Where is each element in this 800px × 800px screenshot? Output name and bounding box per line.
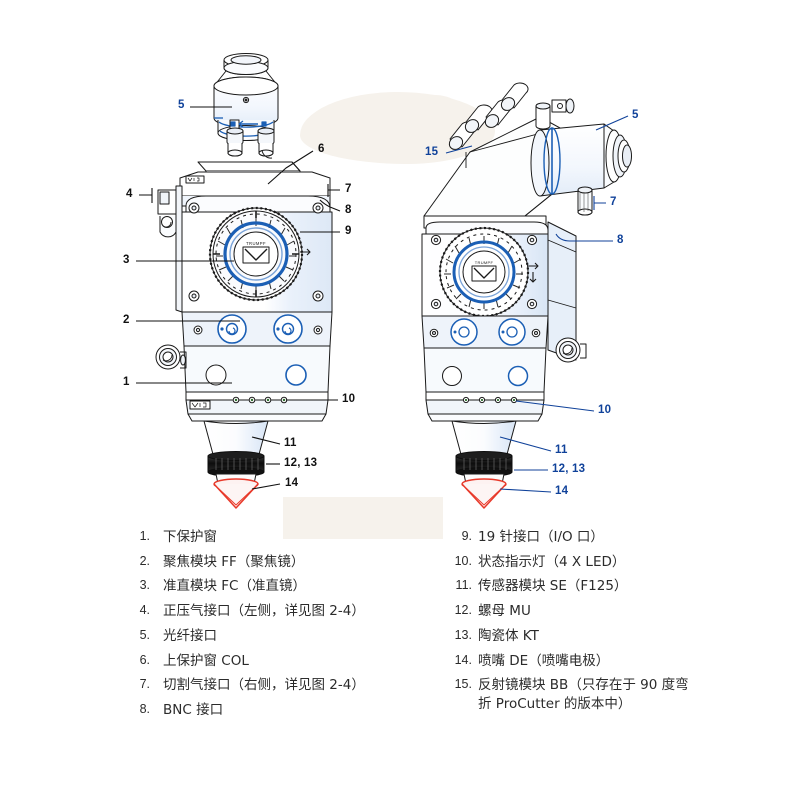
legend-item: 7. 切割气接口（右侧，详见图 2-4）: [132, 676, 462, 694]
mirror-module-bb-15: [423, 82, 563, 221]
focus-band-bent: [421, 315, 549, 349]
collimation-dial-3: TRUMPF: [208, 206, 311, 302]
legend-number: 12.: [454, 603, 472, 618]
legend-item: 2. 聚焦模块 FF（聚焦镜）: [132, 553, 462, 571]
leader-lines-left: [136, 106, 341, 490]
callout-15-right: 15: [425, 146, 439, 158]
legend-item: 14. 喷嘴 DE（喷嘴电极）: [452, 652, 782, 670]
legend-item: 8. BNC 接口: [132, 701, 462, 719]
legend-item: 5. 光纤接口: [132, 627, 462, 645]
legend-label: 上保护窗 COL: [163, 652, 249, 669]
fiber-connector-horizontal-5: [530, 98, 632, 197]
legend-label: 状态指示灯（4 X LED）: [478, 553, 626, 570]
led-indicators: [232, 396, 288, 404]
legend-number: 1.: [139, 529, 150, 543]
legend-label: 喷嘴 DE（喷嘴电极）: [478, 652, 610, 669]
gas-fittings-top: [226, 119, 275, 159]
legend-number: 6.: [139, 652, 150, 667]
legend-item: 12. 螺母 MU: [452, 602, 782, 620]
legend-label: 聚焦模块 FF（聚焦镜）: [163, 553, 305, 570]
svg-text:TRUMPF: TRUMPF: [246, 241, 266, 246]
legend-column-right: 9. 19 针接口（I/O 口） 10. 状态指示灯（4 X LED） 11. …: [452, 528, 782, 719]
callout-11-left: 11: [284, 437, 297, 449]
legend-item: 9. 19 针接口（I/O 口）: [452, 528, 782, 546]
sensor-cone-bent: [427, 413, 543, 459]
legend-label: BNC 接口: [163, 702, 224, 719]
side-connector-left: [155, 189, 187, 370]
status-led-band-10: [185, 391, 329, 415]
legend-number: 7.: [139, 677, 150, 692]
legend-item: 4. 正压气接口（左侧，详见图 2-4）: [132, 602, 462, 620]
legend-number: 11.: [455, 578, 472, 593]
nozzle-14: [213, 478, 259, 509]
callout-8-right: 8: [617, 234, 624, 246]
legend-number: 10.: [454, 553, 472, 568]
focus-module-band-2: [181, 311, 333, 347]
straight-head-assembly: TRUMPF: [136, 53, 341, 509]
legend-label: 准直模块 FC（准直镜）: [163, 578, 306, 595]
legend-label: 正压气接口（左侧，详见图 2-4）: [163, 603, 365, 620]
legend-number: 14.: [454, 652, 472, 667]
legend-label: 传感器模块 SE（F125）: [478, 578, 628, 595]
cutting-gas-port-7: [577, 186, 593, 216]
legend-label: 19 针接口（I/O 口）: [478, 529, 604, 545]
legend-number: 13.: [454, 627, 472, 642]
legend-item: 11. 传感器模块 SE（F125）: [452, 577, 782, 595]
nozzle-bent: [461, 478, 507, 509]
legend-number: 4.: [139, 603, 150, 618]
svg-text:TRUMPF: TRUMPF: [475, 260, 494, 265]
legend-item: 3. 准直模块 FC（准直镜）: [132, 577, 462, 595]
legend-label: 光纤接口: [163, 627, 217, 644]
blue-arrow-marker: [230, 120, 267, 128]
legend-label: 陶瓷体 KT: [478, 627, 539, 644]
legend-number: 8.: [139, 702, 150, 717]
callout-2-left: 2: [123, 314, 130, 326]
legend-label: 下保护窗: [163, 529, 217, 545]
callout-14-left: 14: [285, 477, 299, 489]
legend-number: 3.: [139, 578, 150, 593]
legend-label: 螺母 MU: [478, 603, 531, 620]
callout-12-13-right: 12, 13: [552, 463, 586, 475]
legend-item: 10. 状态指示灯（4 X LED）: [452, 553, 782, 571]
bnc-connector-8: [555, 337, 587, 363]
body-screws-upper: [188, 202, 324, 302]
lower-protective-window-band-1: [183, 345, 331, 393]
legend-number: 5.: [139, 627, 150, 642]
callout-10-left: 10: [342, 393, 356, 405]
legend-label-continued: 折 ProCutter 的版本中）: [478, 695, 632, 712]
sensor-module-cone-11: [187, 413, 327, 459]
legend-item: 15. 反射镜模块 BB（只存在于 90 度弯 折 ProCutter 的版本中…: [452, 676, 782, 712]
callout-12-13-left: 12, 13: [284, 457, 318, 469]
callout-7-right: 7: [610, 196, 617, 208]
figure-illustration: TRUMPF: [123, 53, 639, 509]
callout-5-right: 5: [632, 109, 639, 121]
legend-number: 9.: [461, 529, 472, 543]
callout-9-left: 9: [345, 225, 352, 237]
legend-item: 1. 下保护窗: [132, 528, 462, 546]
callout-6-left: 6: [318, 143, 325, 155]
legend-item: 6. 上保护窗 COL: [132, 652, 462, 670]
cutting-head-drawing: TRUMPF: [136, 53, 632, 509]
callout-5-left: 5: [178, 99, 185, 111]
callout-3-left: 3: [123, 254, 130, 266]
callout-7-left: 7: [345, 183, 352, 195]
legend-column-left: 1. 下保护窗 2. 聚焦模块 FF（聚焦镜） 3. 准直模块 FC（准直镜） …: [132, 528, 462, 726]
callout-10-right: 10: [598, 404, 612, 416]
legend-label: 切割气接口（右侧，详见图 2-4）: [163, 677, 365, 694]
collimation-dial-bent: TRUMPF: [438, 226, 539, 318]
legend-number: 15.: [454, 677, 472, 692]
legend-number: 2.: [139, 553, 150, 568]
callout-8-left: 8: [345, 204, 352, 216]
callout-11-right: 11: [555, 444, 568, 456]
figure-legend: 1. 下保护窗 2. 聚焦模块 FF（聚焦镜） 3. 准直模块 FC（准直镜） …: [0, 528, 800, 800]
status-led-band-bent: [425, 391, 545, 415]
legend-label: 反射镜模块 BB（只存在于 90 度弯: [478, 677, 689, 694]
bent-head-assembly: TRUMPF: [421, 82, 632, 509]
lower-band-bent: [423, 347, 547, 393]
callout-4-left: 4: [126, 188, 133, 200]
callout-1-left: 1: [123, 376, 130, 388]
legend-item: 13. 陶瓷体 KT: [452, 627, 782, 645]
leader-lines-right: [445, 115, 629, 493]
callout-14-right: 14: [555, 485, 569, 497]
